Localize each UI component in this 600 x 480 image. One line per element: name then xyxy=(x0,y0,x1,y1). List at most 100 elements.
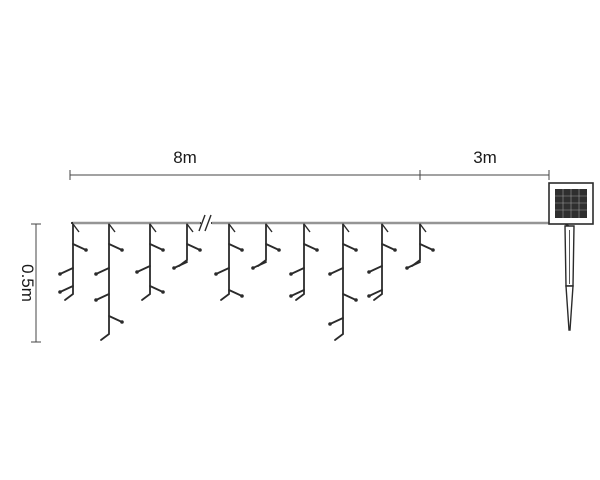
icicle-drop xyxy=(405,223,435,270)
dimension-drop-height: 0.5m xyxy=(18,223,41,343)
led-bulb xyxy=(120,320,124,324)
led-branch xyxy=(329,267,344,275)
icicle-stem xyxy=(334,223,344,341)
icicle-drop xyxy=(58,223,88,301)
led-bulb xyxy=(277,248,281,252)
drop-connector xyxy=(72,223,80,233)
led-branch xyxy=(419,243,434,251)
led-branch xyxy=(59,267,74,275)
led-bulb xyxy=(289,272,293,276)
led-branch xyxy=(381,243,396,251)
led-bulb xyxy=(240,294,244,298)
ground-stake-icon xyxy=(564,225,575,331)
icicle-stem xyxy=(411,223,421,267)
drop-height-label: 0.5m xyxy=(18,264,37,302)
drop-connector xyxy=(381,223,389,233)
dimension-main-length: 8m xyxy=(69,148,421,180)
led-branch xyxy=(303,243,318,251)
led-branch xyxy=(173,261,188,269)
led-branch xyxy=(136,265,151,273)
led-branch xyxy=(290,289,305,297)
solar-panel-icon xyxy=(548,182,594,225)
led-branch xyxy=(368,265,383,273)
led-bulb xyxy=(94,272,98,276)
led-bulb xyxy=(289,294,293,298)
led-bulb xyxy=(354,248,358,252)
led-bulb xyxy=(328,272,332,276)
led-bulb xyxy=(431,248,435,252)
led-bulb xyxy=(161,248,165,252)
led-branch xyxy=(228,243,243,251)
icicle-stem xyxy=(100,223,110,341)
led-bulb xyxy=(240,248,244,252)
icicle-stem xyxy=(257,223,267,267)
led-branch xyxy=(406,261,421,269)
led-branch xyxy=(252,261,267,269)
icicle-drops xyxy=(58,223,435,341)
led-branch xyxy=(95,267,110,275)
icicle-drop xyxy=(214,223,244,301)
icicle-drop xyxy=(328,223,358,341)
icicle-drop xyxy=(94,223,124,341)
led-branch xyxy=(72,243,87,251)
drop-connector xyxy=(303,223,311,233)
led-branch xyxy=(186,243,201,251)
drop-connector xyxy=(228,223,236,233)
led-bulb xyxy=(328,322,332,326)
led-bulb xyxy=(94,298,98,302)
icicle-stem xyxy=(373,223,383,301)
lead-length-label: 3m xyxy=(473,148,497,167)
led-bulb xyxy=(172,266,176,270)
led-bulb xyxy=(135,270,139,274)
led-bulb xyxy=(393,248,397,252)
led-branch xyxy=(108,243,123,251)
led-branch xyxy=(290,267,305,275)
led-bulb xyxy=(214,272,218,276)
main-wire xyxy=(70,221,570,232)
icicle-drop xyxy=(251,223,281,270)
icicle-stem xyxy=(178,223,188,267)
led-bulb xyxy=(367,270,371,274)
led-bulb xyxy=(161,290,165,294)
led-bulb xyxy=(251,266,255,270)
led-bulb xyxy=(58,272,62,276)
led-bulb xyxy=(84,248,88,252)
led-branch xyxy=(95,293,110,301)
led-bulb xyxy=(120,248,124,252)
icicle-stem xyxy=(64,223,74,301)
break-mark-icon xyxy=(198,214,212,232)
led-branch xyxy=(149,243,164,251)
dimension-lead-length: 3m xyxy=(420,148,550,180)
icicle-stem xyxy=(295,223,305,301)
led-branch xyxy=(342,243,357,251)
led-branch xyxy=(108,315,123,323)
drop-connector xyxy=(419,223,427,233)
drop-connector xyxy=(186,223,194,233)
main-length-label: 8m xyxy=(173,148,197,167)
led-bulb xyxy=(58,290,62,294)
led-branch xyxy=(368,289,383,297)
led-branch xyxy=(59,285,74,293)
icicle-drop xyxy=(367,223,397,301)
icicle-drop xyxy=(289,223,319,301)
drop-connector xyxy=(149,223,157,233)
led-bulb xyxy=(315,248,319,252)
led-branch xyxy=(149,285,164,293)
led-branch xyxy=(329,317,344,325)
icicle-drop xyxy=(172,223,202,270)
led-branch xyxy=(228,289,243,297)
drop-connector xyxy=(342,223,350,233)
icicle-stem xyxy=(141,223,151,301)
led-bulb xyxy=(354,298,358,302)
led-branch xyxy=(265,243,280,251)
led-bulb xyxy=(198,248,202,252)
led-branch xyxy=(215,267,230,275)
icicle-stem xyxy=(220,223,230,301)
led-branch xyxy=(342,293,357,301)
icicle-drop xyxy=(135,223,165,301)
led-bulb xyxy=(367,294,371,298)
led-bulb xyxy=(405,266,409,270)
drop-connector xyxy=(265,223,273,233)
drop-connector xyxy=(108,223,116,233)
